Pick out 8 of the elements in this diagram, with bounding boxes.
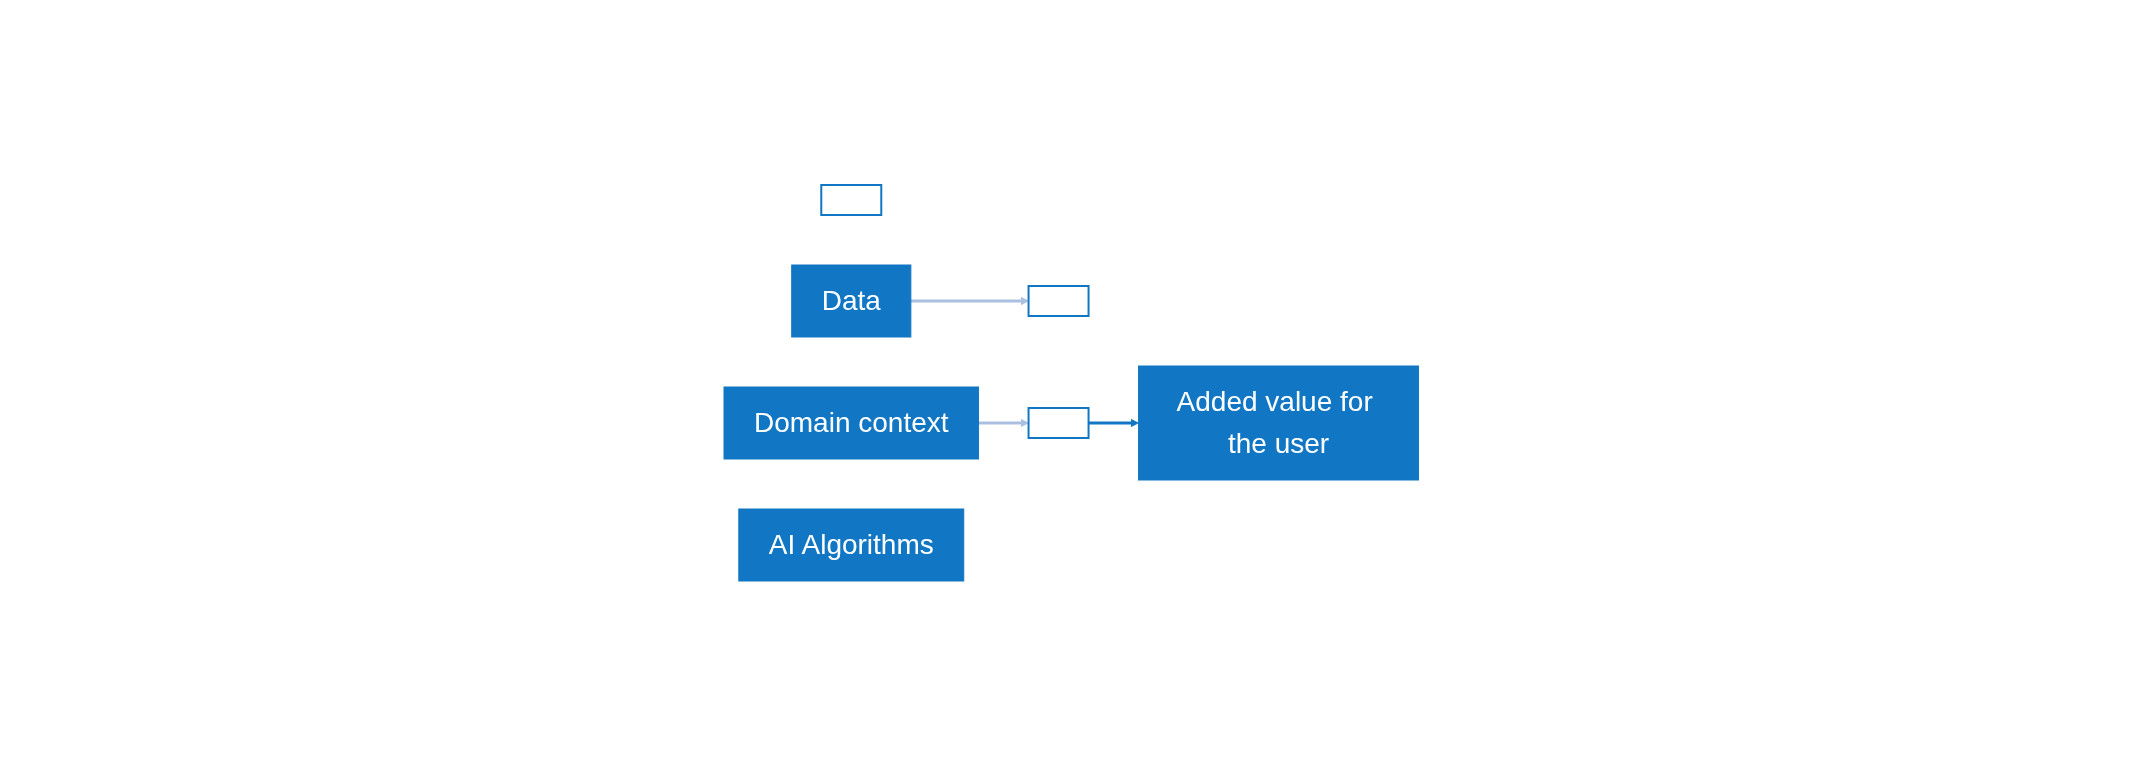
node-box xyxy=(1027,407,1090,439)
node-box xyxy=(1027,285,1090,317)
node-box: AI Algorithms xyxy=(738,508,965,582)
node-box: Data xyxy=(791,264,912,338)
arrow xyxy=(1088,418,1140,428)
node-box: Domain context xyxy=(723,386,980,460)
node-box xyxy=(820,184,883,216)
node-box: Added value for the user xyxy=(1138,365,1420,481)
